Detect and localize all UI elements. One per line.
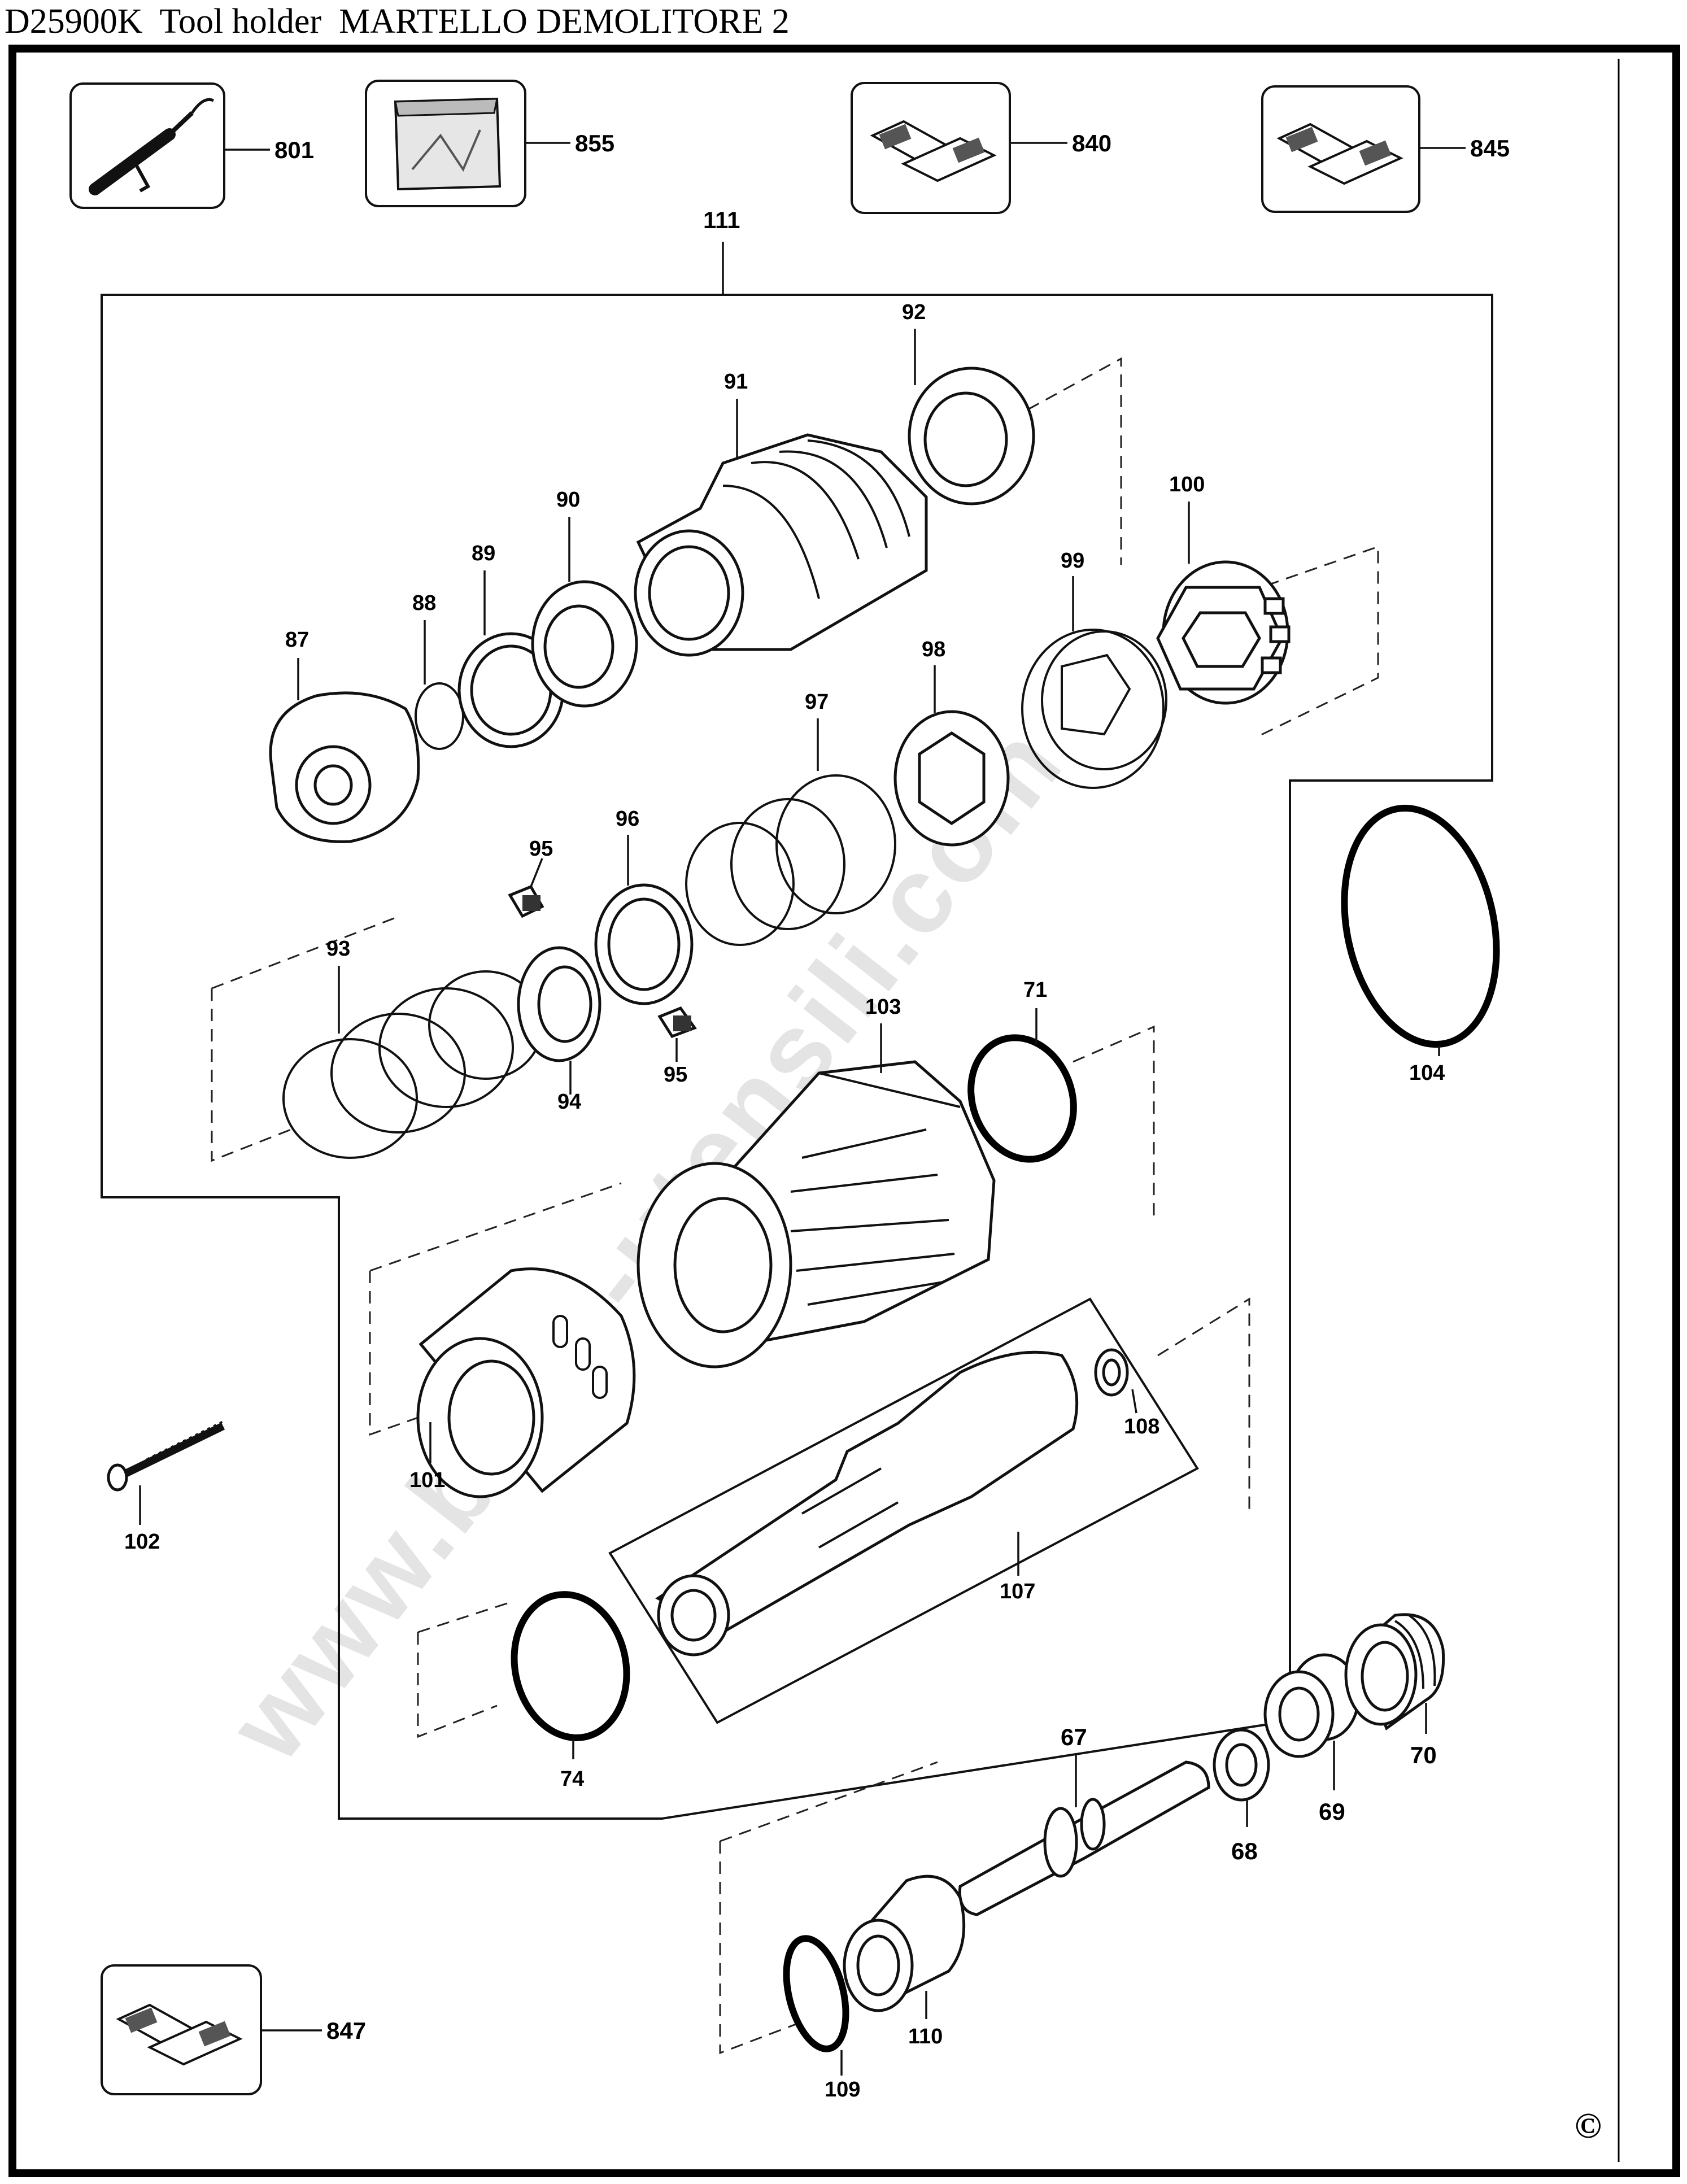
part-label: 101 — [409, 1468, 445, 1492]
part-label: 110 — [908, 2025, 943, 2048]
accessory-label: 855 — [575, 130, 614, 156]
accessory-label: 847 — [326, 2017, 366, 2044]
accessory-855: 855 — [365, 80, 614, 207]
part-label: 104 — [1409, 1061, 1445, 1085]
accessory-label: 845 — [1470, 135, 1510, 162]
part-label: 107 — [1000, 1580, 1035, 1603]
guide-line — [417, 1632, 498, 1738]
part-label: 69 — [1319, 1798, 1345, 1825]
part-100-hex-ring: 100 — [1156, 473, 1291, 705]
part-108-washer: 108 — [1094, 1348, 1159, 1438]
page-title: D25900K Tool holder MARTELLO DEMOLITORE … — [5, 2, 790, 41]
part-87-front-cap: 87 — [269, 628, 420, 843]
carbon-brush-icon — [116, 2003, 243, 2066]
part-label: 103 — [865, 995, 901, 1019]
outer-frame — [8, 45, 1680, 2177]
part-label: 109 — [825, 2078, 860, 2102]
accessory-801: 801 — [69, 82, 314, 209]
part-label: 67 — [1061, 1724, 1087, 1750]
carbon-brush-icon — [870, 120, 997, 182]
part-label: 74 — [560, 1767, 584, 1791]
guide-line — [1228, 545, 1379, 738]
part-95-locking-roller: 95 — [657, 1006, 697, 1087]
part-109-o-ring: 109 — [783, 1935, 860, 2102]
guide-line — [369, 1271, 419, 1436]
part-97-spring: 97 — [685, 690, 896, 946]
accessory-847: 847 — [101, 1964, 366, 2095]
part-label: 96 — [616, 807, 639, 831]
part-label: 71 — [1023, 978, 1047, 1002]
accessory-label: 801 — [274, 137, 314, 163]
part-label: 70 — [1410, 1742, 1437, 1768]
part-68-ring: 68 — [1213, 1728, 1270, 1864]
part-74-o-ring: 74 — [511, 1591, 630, 1791]
guide-line — [719, 1841, 803, 2055]
part-label: 94 — [557, 1090, 581, 1114]
part-label: 97 — [805, 690, 829, 714]
part-96-ring: 96 — [594, 807, 694, 1005]
grease-gun-icon — [89, 98, 215, 195]
part-label: 98 — [922, 638, 945, 661]
part-label: 108 — [1124, 1415, 1159, 1438]
part-label: 88 — [412, 591, 436, 615]
part-label: 95 — [664, 1063, 687, 1087]
part-99-wire-spring: 99 — [1021, 549, 1167, 789]
part-94-ring: 94 — [517, 946, 601, 1114]
part-110-bushing: 110 — [843, 1875, 966, 2048]
accessory-840: 840 — [851, 82, 1111, 214]
part-92-ring: 92 — [902, 300, 1035, 505]
part-107-spindle: 107 — [655, 1350, 1079, 1656]
spindle-frame — [608, 1297, 1199, 1724]
carbon-brush-icon — [1276, 123, 1403, 185]
part-88-circlip: 88 — [412, 591, 464, 750]
part-71-o-ring: 71 — [967, 978, 1077, 1163]
guide-line — [1073, 1025, 1155, 1220]
part-103-tool-holder-housing: 103 — [637, 995, 996, 1368]
part-95-locking-roller: 95 — [508, 837, 553, 918]
guide-line — [369, 1182, 622, 1272]
part-label: 93 — [326, 937, 350, 961]
guide-line — [1027, 357, 1122, 565]
grease-bag-icon — [394, 97, 502, 191]
part-label: 100 — [1169, 473, 1205, 496]
guide-line — [211, 988, 291, 1162]
part-98-hex-bushing: 98 — [893, 638, 1010, 847]
part-91-dust-bellows: 91 — [634, 370, 928, 657]
part-90-seal: 90 — [531, 488, 638, 708]
guide-line — [720, 1761, 938, 1842]
part-104-o-ring: 104 — [1341, 804, 1500, 1085]
copyright-symbol: © — [1575, 2105, 1602, 2146]
part-label: 92 — [902, 300, 926, 324]
part-70-buffer: 70 — [1344, 1613, 1445, 1768]
guide-line — [211, 917, 396, 989]
guide-line — [417, 1600, 515, 1633]
part-102-screw: 102 — [107, 1420, 225, 1554]
assembly-label: 111 — [703, 207, 740, 233]
part-label: 89 — [472, 542, 495, 565]
accessory-845: 845 — [1261, 85, 1510, 213]
part-67-striker: 67 — [958, 1724, 1210, 1916]
part-69-seal: 69 — [1263, 1653, 1360, 1825]
part-label: 95 — [529, 837, 553, 861]
part-label: 90 — [556, 488, 580, 512]
part-label: 102 — [124, 1530, 160, 1554]
part-label: 68 — [1231, 1838, 1258, 1864]
part-label: 99 — [1061, 549, 1084, 573]
accessory-label: 840 — [1072, 130, 1111, 156]
part-label: 87 — [285, 628, 309, 652]
guide-line — [1157, 1297, 1250, 1514]
part-101-sleeve: 101 — [409, 1267, 636, 1498]
part-93-spring: 93 — [282, 937, 543, 1159]
part-label: 91 — [724, 370, 748, 394]
assembly-111-boundary — [101, 294, 1493, 1820]
